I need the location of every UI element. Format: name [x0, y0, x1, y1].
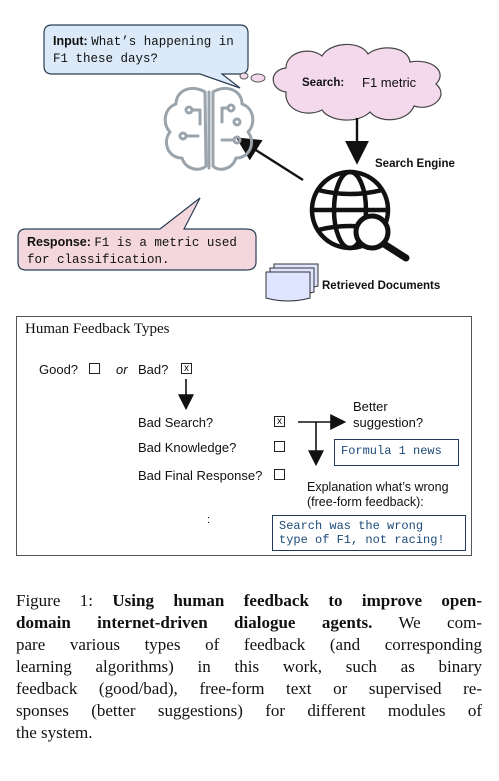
- explanation-value-line2: type of F1, not racing!: [279, 533, 445, 547]
- better-suggestion-input[interactable]: Formula 1 news: [334, 439, 459, 466]
- good-label: Good?: [39, 362, 79, 377]
- bad-search-label: Bad Search?: [138, 415, 214, 430]
- response-text-line1: F1 is a metric used: [94, 236, 237, 250]
- bad-knowledge-checkbox[interactable]: [274, 441, 285, 452]
- explanation-input[interactable]: Search was the wrong type of F1, not rac…: [272, 515, 466, 551]
- caption-line: pare various types of feedback (and corr…: [16, 635, 482, 654]
- better-suggestion-line1: Better: [353, 399, 388, 414]
- bad-final-response-checkbox[interactable]: [274, 469, 285, 480]
- panel-title: Human Feedback Types: [25, 321, 170, 337]
- better-suggestion-label: Better suggestion?: [353, 399, 423, 431]
- caption-line: domain internet-driven dialogue agents. …: [16, 612, 482, 634]
- response-text: Response: F1 is a metric used for classi…: [27, 234, 237, 268]
- caption-line: sponses (better suggestions) for differe…: [16, 701, 482, 720]
- input-label: Input:: [53, 34, 88, 48]
- thought-dot: [239, 72, 249, 80]
- input-text-line2: F1 these days?: [53, 52, 159, 66]
- explanation-label: Explanation what’s wrong (free-form feed…: [307, 480, 449, 510]
- caption-line: learning algorithms) in this work, such …: [16, 657, 482, 676]
- search-label: Search:: [302, 77, 345, 89]
- panel-arrows: [178, 379, 347, 467]
- brain-circuit-icon: [163, 87, 255, 171]
- input-bubble: [43, 24, 249, 89]
- bad-checkbox[interactable]: x: [181, 363, 192, 374]
- better-suggestion-line2: suggestion?: [353, 415, 424, 430]
- caption-bold-line2: domain internet-driven dialogue agents.: [16, 613, 373, 632]
- good-checkbox[interactable]: [89, 363, 100, 374]
- caption-prefix: Figure 1:: [16, 591, 93, 610]
- response-bubble: [17, 197, 257, 271]
- thought-dot: [250, 73, 266, 83]
- human-feedback-panel: Human Feedback Types Good? or Bad? x Bad…: [16, 316, 472, 556]
- search-query: F1 metric: [362, 75, 417, 90]
- documents-stack-icon: [265, 263, 319, 302]
- bad-search-checkbox[interactable]: x: [274, 416, 285, 427]
- bad-label: Bad?: [138, 362, 169, 377]
- input-text: Input: What’s happening in F1 these days…: [53, 33, 234, 67]
- explanation-value-line1: Search was the wrong: [279, 519, 424, 533]
- globe-search-icon: [309, 169, 410, 262]
- pipeline-diagram: Input: What’s happening in F1 these days…: [0, 0, 499, 310]
- caption-line2-rest: We com-: [398, 613, 482, 632]
- bad-final-response-label: Bad Final Response?: [138, 468, 263, 483]
- caption-line: Figure 1: Using human feedback to improv…: [16, 590, 482, 612]
- input-text-line1: What’s happening in: [91, 35, 234, 49]
- stray-mark: :: [207, 514, 211, 526]
- explanation-line1: Explanation what’s wrong: [307, 480, 449, 494]
- response-label: Response:: [27, 235, 91, 249]
- diagram-graphics: [17, 24, 442, 302]
- caption-line: feedback (good/bad), free-form text or s…: [16, 679, 482, 698]
- figure-caption: Figure 1: Using human feedback to improv…: [16, 590, 482, 744]
- caption-bold-line1: Using human feedback to improve open-: [112, 591, 482, 610]
- arrow-icon: [235, 137, 304, 182]
- search-cloud: [272, 43, 442, 121]
- search-engine-label: Search Engine: [375, 158, 455, 170]
- bad-knowledge-label: Bad Knowledge?: [138, 440, 237, 455]
- or-label: or: [116, 362, 128, 377]
- retrieved-documents-label: Retrieved Documents: [322, 280, 441, 292]
- response-text-line2: for classification.: [27, 253, 170, 267]
- caption-line: the system.: [16, 723, 93, 742]
- explanation-line2: (free-form feedback):: [307, 495, 424, 509]
